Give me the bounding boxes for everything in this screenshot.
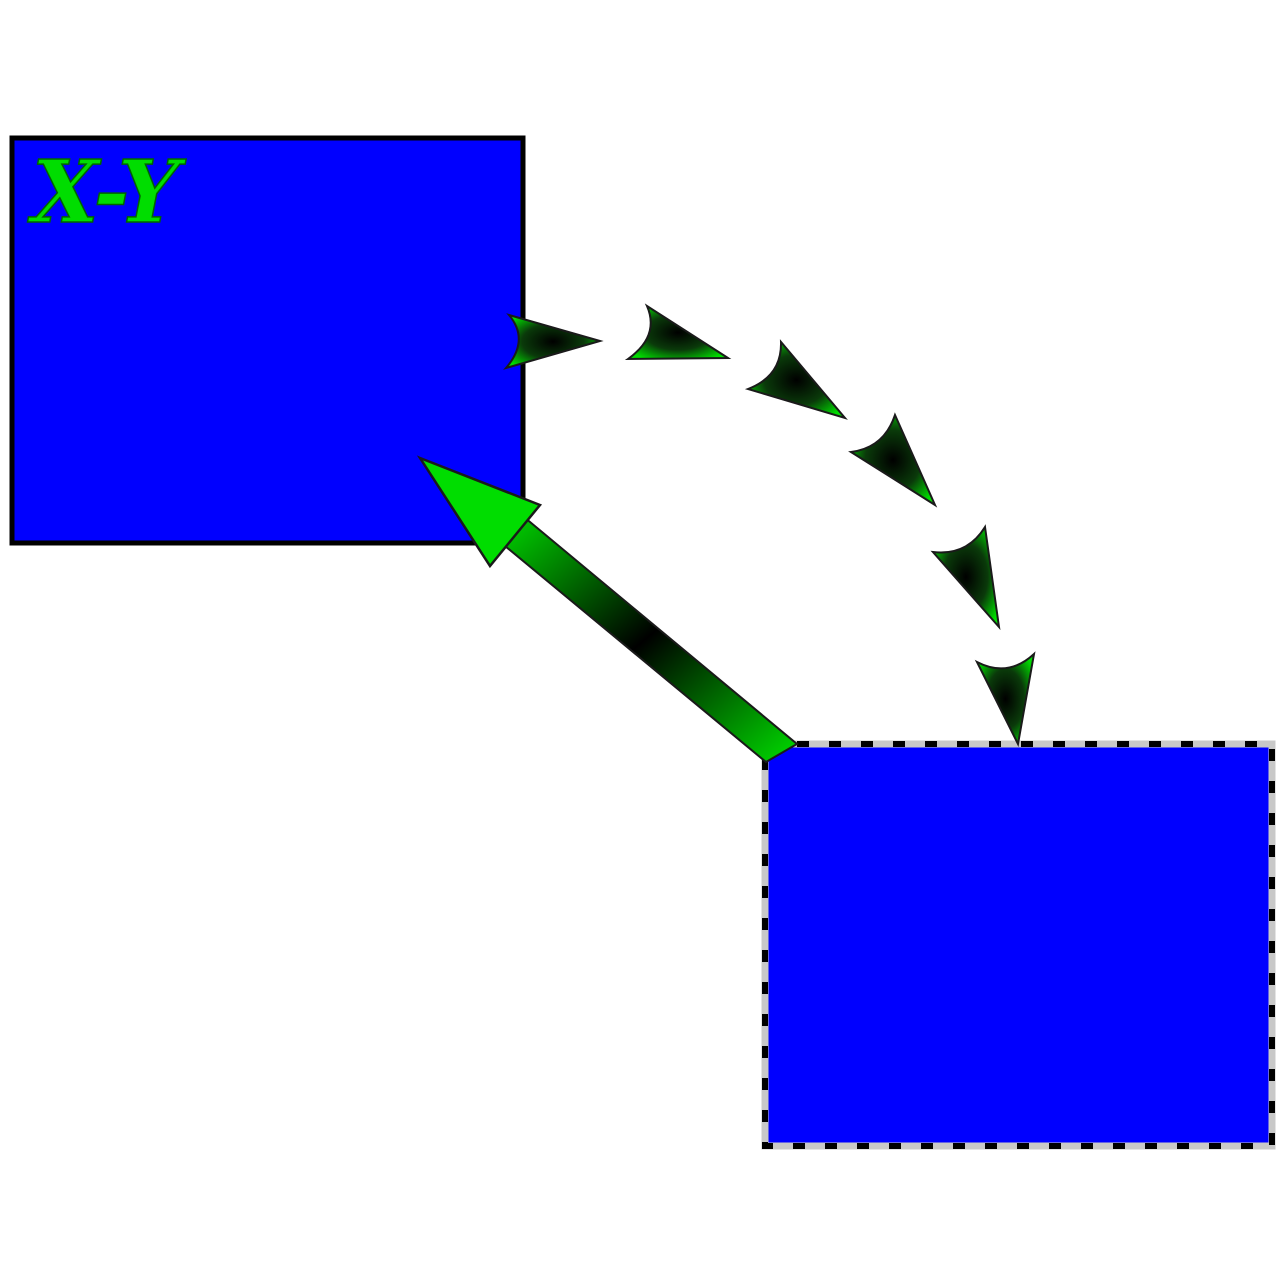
node-box-bottom-right-shape <box>761 740 1276 1150</box>
arc-arrowhead-1 <box>503 313 604 370</box>
arc-arrowhead-4 <box>848 412 938 508</box>
edge-solid-arrow[interactable] <box>416 455 799 764</box>
solid-arrow-head <box>416 455 543 569</box>
arc-arrowhead-3 <box>744 339 848 420</box>
node-box-top-left[interactable]: X-Y <box>9 135 526 546</box>
arc-arrowhead-6 <box>974 651 1036 748</box>
node-box-bottom-right-dashes <box>762 741 1275 1149</box>
solid-arrow-shaft <box>497 510 799 764</box>
node-label-xy: X-Y <box>27 142 187 243</box>
arc-arrowhead-2 <box>624 303 732 361</box>
edge-dashed-arc-arrow[interactable] <box>503 303 1036 748</box>
node-box-bottom-right[interactable] <box>761 740 1276 1150</box>
arc-arrowhead-5 <box>930 524 1001 631</box>
